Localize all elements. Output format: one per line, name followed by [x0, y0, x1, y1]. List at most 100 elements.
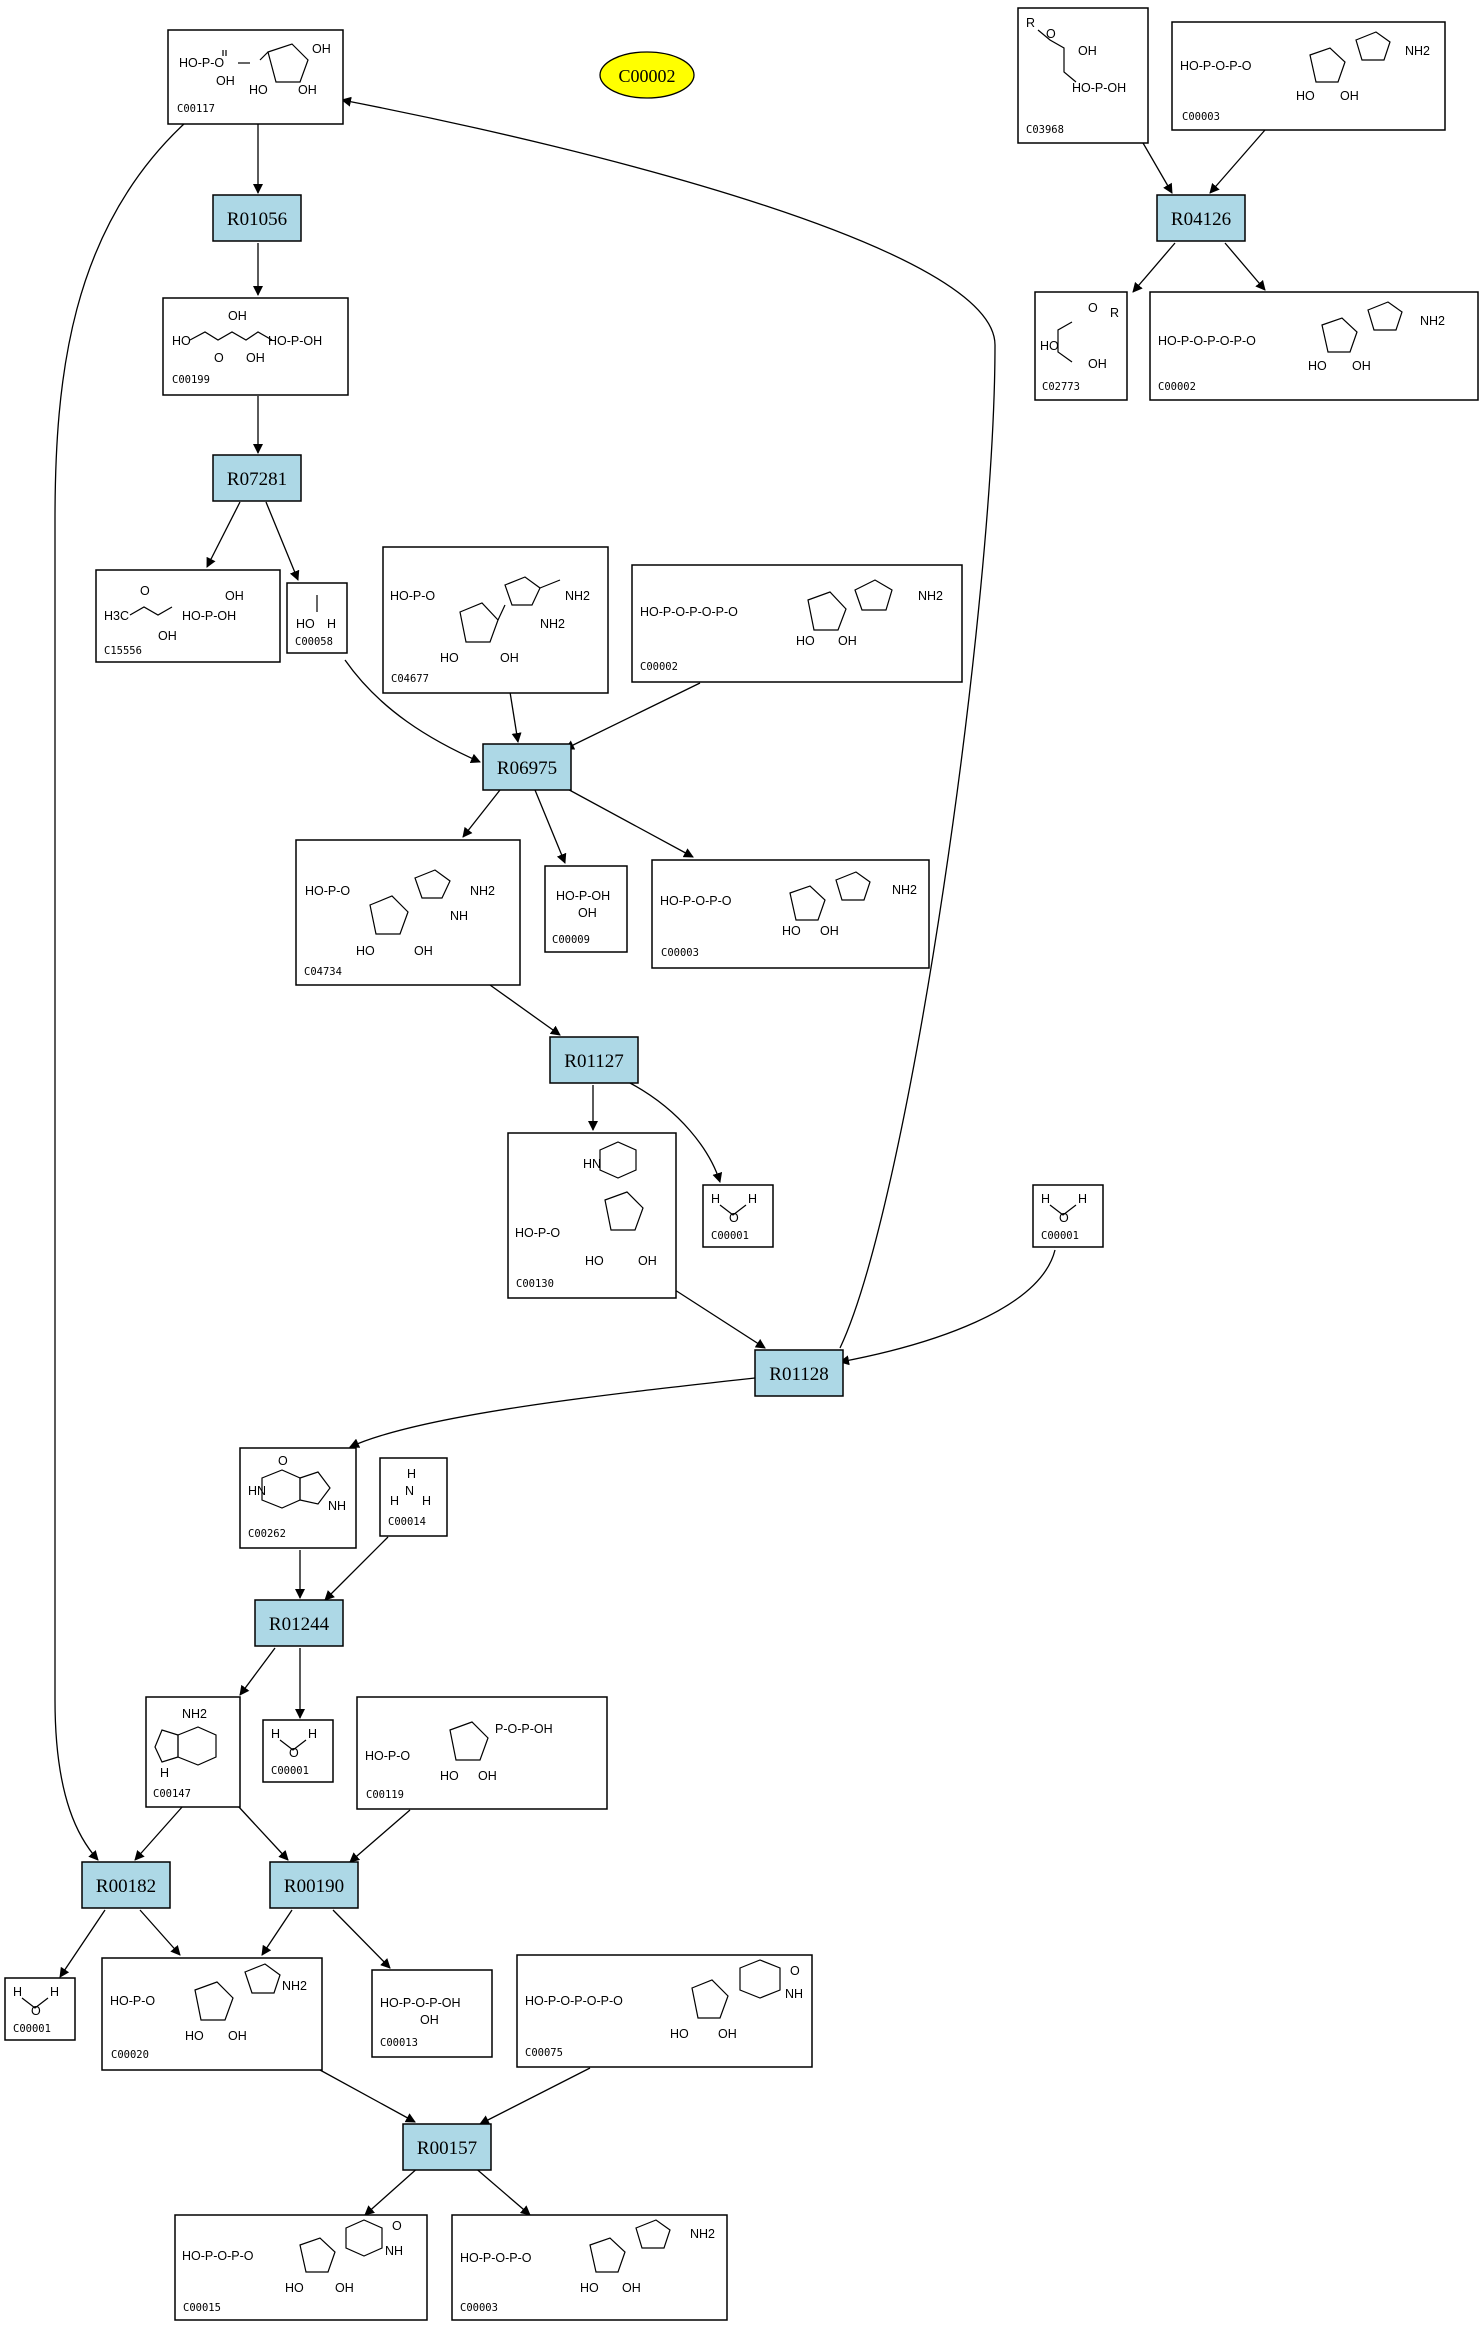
compound-c04677[interactable]: HO-P-O NH2 NH2 HO OH C04677	[382, 546, 609, 694]
edge-r07281-c00058	[265, 501, 300, 581]
structure-drawing	[189, 331, 273, 341]
structure-text: H	[422, 1494, 431, 1508]
reaction-label: R04126	[1171, 209, 1231, 230]
structure-text: HO-P-O-P-O	[182, 2249, 254, 2263]
compound-c00014[interactable]: H N H H C00014	[379, 1457, 448, 1537]
structure-text: HN	[248, 1484, 266, 1498]
compound-c00013[interactable]: HO-P-O-P-OH OH C00013	[371, 1969, 493, 2058]
structure-text: HO	[585, 1254, 604, 1268]
structure-drawing	[1309, 31, 1391, 83]
reaction-r01244[interactable]: R01244	[254, 1599, 344, 1647]
reaction-r04126[interactable]: R04126	[1156, 194, 1246, 242]
reaction-r07281[interactable]: R07281	[212, 454, 302, 502]
compound-c02773[interactable]: R O HO OH C02773	[1034, 291, 1128, 401]
structure-drawing	[21, 1997, 49, 2009]
structure-text: O	[790, 1964, 800, 1978]
structure-drawing	[1049, 1204, 1077, 1216]
compound-id: C00130	[516, 1278, 554, 1290]
edge-r00157-c00003c	[472, 2165, 531, 2216]
structure-drawing	[369, 869, 451, 935]
edge-c00058-r06975	[344, 659, 481, 763]
structure-text: O	[392, 2219, 402, 2233]
compound-id: C00199	[172, 374, 210, 386]
structure-text: OH	[228, 309, 247, 323]
title-node[interactable]: C00002	[599, 51, 695, 99]
structure-text: H	[271, 1727, 280, 1741]
edge-r06975-c00003b	[561, 785, 694, 858]
structure-text: HO	[249, 83, 268, 97]
structure-text: HO-P-O	[179, 56, 224, 70]
edge-r01128-c00117	[341, 96, 996, 1349]
structure-text: OH	[578, 906, 597, 920]
compound-c00009[interactable]: HO-P-OH OH C00009	[544, 865, 628, 953]
edge-r07281-c15556	[206, 501, 241, 568]
compound-c00075[interactable]: HO-P-O-P-O-P-O NH O HO OH C00075	[516, 1954, 813, 2068]
structure-text: HO-P-OH	[268, 334, 322, 348]
reaction-r01128[interactable]: R01128	[754, 1349, 844, 1397]
edge-c00117-r00182	[54, 122, 186, 1861]
compound-c00003-bottom[interactable]: HO-P-O-P-O NH2 HO OH C00003	[451, 2214, 728, 2321]
structure-text: H	[50, 1985, 59, 1999]
structure-drawing	[449, 1721, 489, 1761]
compound-c00001-a[interactable]: H O H C00001	[702, 1184, 774, 1248]
compound-c00117[interactable]: HO-P-O OH HO OH OH C00117	[167, 29, 344, 125]
reaction-r00182[interactable]: R00182	[81, 1861, 171, 1909]
compound-c04734[interactable]: HO-P-O NH2 NH HO OH C04734	[295, 839, 521, 986]
compound-c00002-top[interactable]: HO-P-O-P-O-P-O NH2 HO OH C00002	[1149, 291, 1479, 401]
title-node-label: C00002	[618, 66, 675, 86]
reaction-r01056[interactable]: R01056	[212, 194, 302, 242]
structure-text: O	[214, 351, 224, 365]
reaction-label: R06975	[497, 758, 557, 779]
compound-c00003-mid[interactable]: HO-P-O-P-O NH2 HO OH C00003	[651, 859, 930, 969]
compound-c00119[interactable]: HO-P-O P-O-P-OH HO OH C00119	[356, 1696, 608, 1810]
compound-c00147[interactable]: NH2 H C00147	[145, 1696, 241, 1808]
structure-drawing	[261, 1469, 331, 1509]
compound-c15556[interactable]: H3C O OH OH HO-P-OH C15556	[95, 569, 281, 663]
compound-id: C00003	[460, 2302, 498, 2314]
compound-c00130[interactable]: HO-P-O HN HO OH C00130	[507, 1132, 677, 1299]
compound-id: C00003	[1182, 111, 1220, 123]
reaction-r06975[interactable]: R06975	[482, 743, 572, 791]
edge-c04734-r01127	[489, 984, 561, 1036]
compound-c00058[interactable]: HO H C00058	[286, 582, 348, 654]
compound-id: C04677	[391, 673, 429, 685]
structure-text: OH	[246, 351, 265, 365]
edge-c04677-r06975	[509, 691, 522, 743]
structure-text: OH	[820, 924, 839, 938]
compound-c00199[interactable]: HO O OH OH HO-P-OH C00199	[162, 297, 349, 396]
structure-text: NH	[385, 2244, 403, 2258]
compound-c03968[interactable]: R O OH HO-P-OH C03968	[1017, 7, 1149, 144]
reaction-label: R07281	[227, 469, 287, 490]
reaction-r01127[interactable]: R01127	[549, 1036, 639, 1084]
compound-c00020[interactable]: HO-P-O NH2 HO OH C00020	[101, 1957, 323, 2071]
structure-drawing	[459, 576, 561, 643]
compound-c00001-d[interactable]: H O H C00001	[4, 1977, 76, 2041]
compound-c00015[interactable]: HO-P-O-P-O NH O HO OH C00015	[174, 2214, 428, 2321]
structure-text: O	[31, 2004, 41, 2018]
structure-text: O	[1088, 301, 1098, 315]
structure-text: H	[711, 1192, 720, 1206]
structure-drawing	[589, 2219, 671, 2273]
reaction-r00190[interactable]: R00190	[269, 1861, 359, 1909]
structure-text: HO	[796, 634, 815, 648]
compound-c00003-top[interactable]: HO-P-O-P-O NH2 HO OH C00003	[1171, 21, 1446, 131]
structure-text: H	[407, 1467, 416, 1481]
reaction-nodes: R01056 R07281 R06975 R01127 R01128 R0124…	[81, 194, 1246, 2171]
compound-c00262[interactable]: HN NH O C00262	[239, 1447, 357, 1549]
compound-c00002[interactable]: HO-P-O-P-O-P-O NH2 HO OH C00002	[631, 564, 963, 683]
compound-id: C00117	[177, 103, 215, 115]
structure-text: H	[160, 1766, 169, 1780]
structure-text: O	[1046, 27, 1056, 41]
structure-text: HO-P-O	[365, 1749, 410, 1763]
reaction-r00157[interactable]: R00157	[402, 2123, 492, 2171]
structure-text: OH	[414, 944, 433, 958]
structure-text: OH	[420, 2013, 439, 2027]
compound-c00001-b[interactable]: H O H C00001	[1032, 1184, 1104, 1248]
structure-text: HO-P-O	[305, 884, 350, 898]
edge-r04126-c02773	[1132, 242, 1176, 293]
structure-text: OH	[838, 634, 857, 648]
compound-c00001-c[interactable]: H O H C00001	[262, 1719, 334, 1783]
structure-text: NH2	[690, 2227, 715, 2241]
structure-text: OH	[638, 1254, 657, 1268]
structure-text: HO	[440, 1769, 459, 1783]
